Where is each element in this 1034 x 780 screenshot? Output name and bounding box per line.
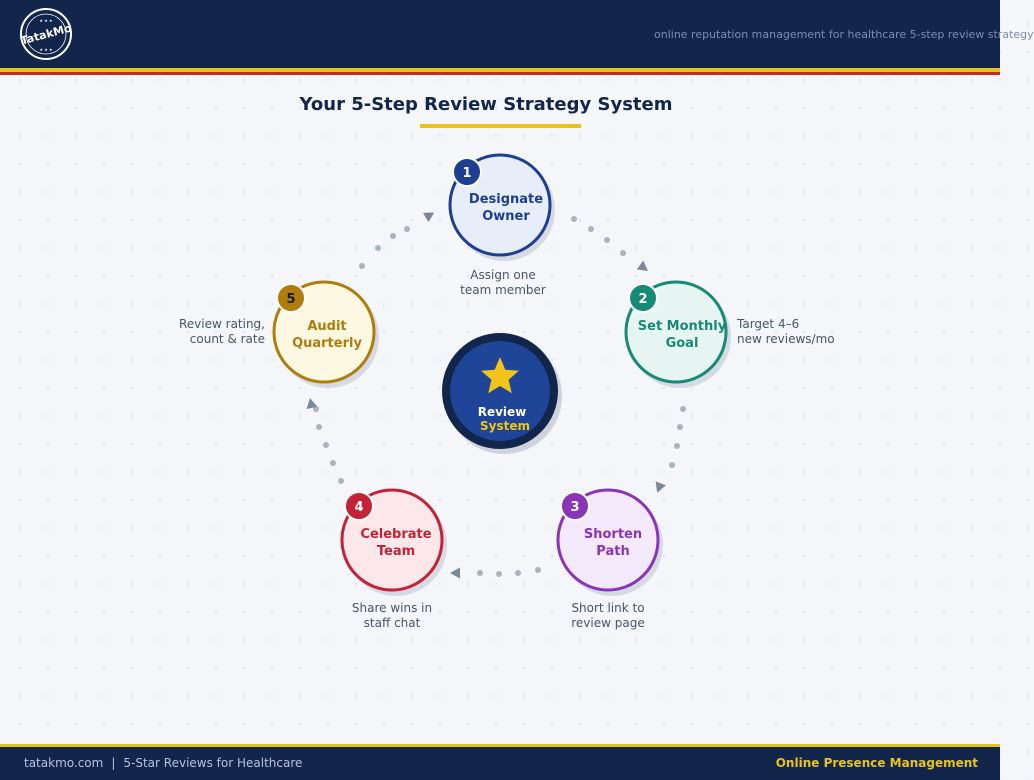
connector-dot [390, 233, 396, 239]
connector-dot [477, 570, 483, 576]
title-underline [420, 124, 581, 128]
step-number-badge [276, 283, 306, 313]
connector-dot [588, 226, 594, 232]
step-note-line2: staff chat [364, 616, 421, 630]
step-note-line1: Target 4–6 [736, 317, 799, 331]
step-number: 1 [462, 166, 471, 181]
connector-dot [375, 245, 381, 251]
connector-dot [323, 442, 329, 448]
footer-bar: tatakmo.com | 5-Star Reviews for Healthcar… [0, 747, 1000, 780]
footer-separator: | [111, 756, 116, 770]
connector-dot [330, 460, 336, 466]
step-title-line2: Goal [666, 336, 699, 351]
connector-dot [359, 263, 365, 269]
header-stripe-red [0, 72, 1000, 75]
connector-arrow-icon [306, 398, 318, 409]
connector-dot [496, 571, 502, 577]
center-hub: Review System [442, 333, 562, 454]
step-title-line1: Shorten [584, 527, 642, 542]
step-note-line1: Share wins in [352, 601, 432, 615]
svg-text:★ ★ ★: ★ ★ ★ [39, 47, 53, 52]
footer-left: tatakmo.com | 5-Star Reviews for Healthcar… [24, 756, 302, 770]
step-title-line1: Set Monthly [638, 319, 727, 334]
step-number: 3 [570, 500, 579, 515]
step-note-line2: team member [460, 283, 546, 297]
tatakmo-logo[interactable]: TatakMo ★ ★ ★ ★ ★ ★ [19, 8, 73, 60]
step-note-line2: new reviews/mo [737, 332, 835, 346]
step-number-badge [344, 491, 374, 521]
step-title-line2: Team [377, 544, 415, 559]
svg-text:★ ★ ★: ★ ★ ★ [39, 18, 53, 23]
connector-dot [404, 226, 410, 232]
connector-dot [604, 237, 610, 243]
connector-dot [680, 406, 686, 412]
step-title-line1: Audit [307, 319, 346, 334]
step-note-line2: review page [571, 616, 644, 630]
connector-dot [669, 462, 675, 468]
connector-dot [338, 478, 344, 484]
header-stripe-gold [0, 68, 1000, 72]
connector-arrow-icon [636, 260, 648, 271]
center-label-line2: System [480, 419, 530, 433]
connector-dot [515, 570, 521, 576]
connector-dot [620, 250, 626, 256]
step-note-line1: Assign one [470, 268, 535, 282]
step-title-line2: Owner [482, 209, 530, 224]
connector-dot [674, 443, 680, 449]
connector-arrow-icon [655, 481, 666, 493]
header-tagline: online reputation management for healthc… [654, 28, 1034, 41]
step-number: 4 [354, 500, 363, 515]
footer-site-link[interactable]: tatakmo.com [24, 756, 104, 770]
step-title-line1: Celebrate [360, 527, 431, 542]
connector-dot [316, 424, 322, 430]
step-title-line2: Path [596, 544, 629, 559]
step-number-badge [560, 491, 590, 521]
step-title-line1: Designate [469, 192, 543, 207]
header-bar: TatakMo ★ ★ ★ ★ ★ ★ online reputation ma… [0, 0, 1034, 68]
footer-brand-tagline: Online Presence Management [775, 756, 978, 770]
connector-arrow-icon [450, 567, 460, 579]
connector-dot [535, 567, 541, 573]
connector-dot [313, 406, 319, 412]
page-title: Your 5-Step Review Strategy System [299, 94, 673, 115]
step-title-line2: Quarterly [292, 336, 362, 351]
connector-dot [571, 216, 577, 222]
center-label-line1: Review [478, 405, 527, 419]
step-number: 5 [286, 292, 295, 307]
footer-subtitle: 5-Star Reviews for Healthcare [123, 756, 303, 770]
step-note-line2: count & rate [190, 332, 265, 346]
connector-dot [677, 424, 683, 430]
cycle-connectors [306, 212, 686, 579]
connector-arrow-icon [423, 212, 435, 223]
step-note-line1: Review rating, [179, 317, 265, 331]
star-icon [481, 357, 519, 394]
step-number-badge [452, 157, 482, 187]
step-note-line1: Short link to [571, 601, 644, 615]
step-number: 2 [638, 292, 647, 307]
footer-stripe [0, 744, 1000, 747]
step-number-badge [628, 283, 658, 313]
